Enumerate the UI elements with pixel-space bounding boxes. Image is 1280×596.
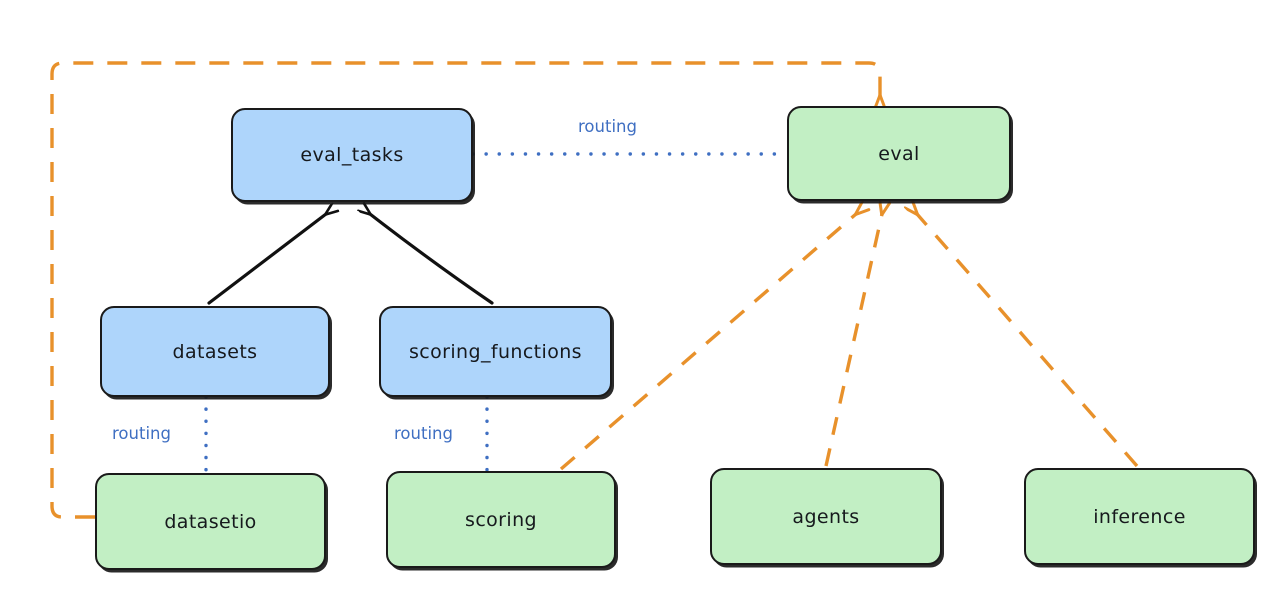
edge-datasetio-to-eval	[50, 61, 880, 519]
edge-label-routing-left: routing	[112, 424, 171, 443]
node-label-datasets: datasets	[172, 340, 258, 363]
node-eval[interactable]: eval	[787, 106, 1011, 201]
node-label-eval: eval	[878, 142, 920, 165]
edge-scoring-to-eval	[559, 214, 856, 471]
edge-scoring-functions-to-eval-tasks	[370, 214, 494, 305]
node-label-datasetio: datasetio	[164, 510, 257, 533]
edge-label-routing-top: routing	[578, 117, 637, 136]
node-label-inference: inference	[1093, 505, 1186, 528]
edge-inference-to-eval	[917, 214, 1139, 468]
node-scoring[interactable]: scoring	[386, 471, 616, 568]
node-eval-tasks[interactable]: eval_tasks	[231, 108, 473, 202]
edge-label-routing-middle: routing	[394, 424, 453, 443]
edge-datasets-to-eval-tasks	[207, 214, 326, 305]
node-label-eval-tasks: eval_tasks	[300, 144, 404, 166]
node-label-scoring: scoring	[465, 508, 537, 531]
edge-agents-to-eval	[824, 214, 882, 467]
node-label-agents: agents	[792, 505, 860, 528]
node-agents[interactable]: agents	[710, 468, 942, 565]
node-inference[interactable]: inference	[1024, 468, 1255, 565]
node-scoring-functions[interactable]: scoring_functions	[379, 306, 612, 397]
node-datasets[interactable]: datasets	[100, 306, 330, 397]
node-datasetio[interactable]: datasetio	[95, 473, 326, 570]
node-label-scoring-functions: scoring_functions	[409, 340, 582, 363]
